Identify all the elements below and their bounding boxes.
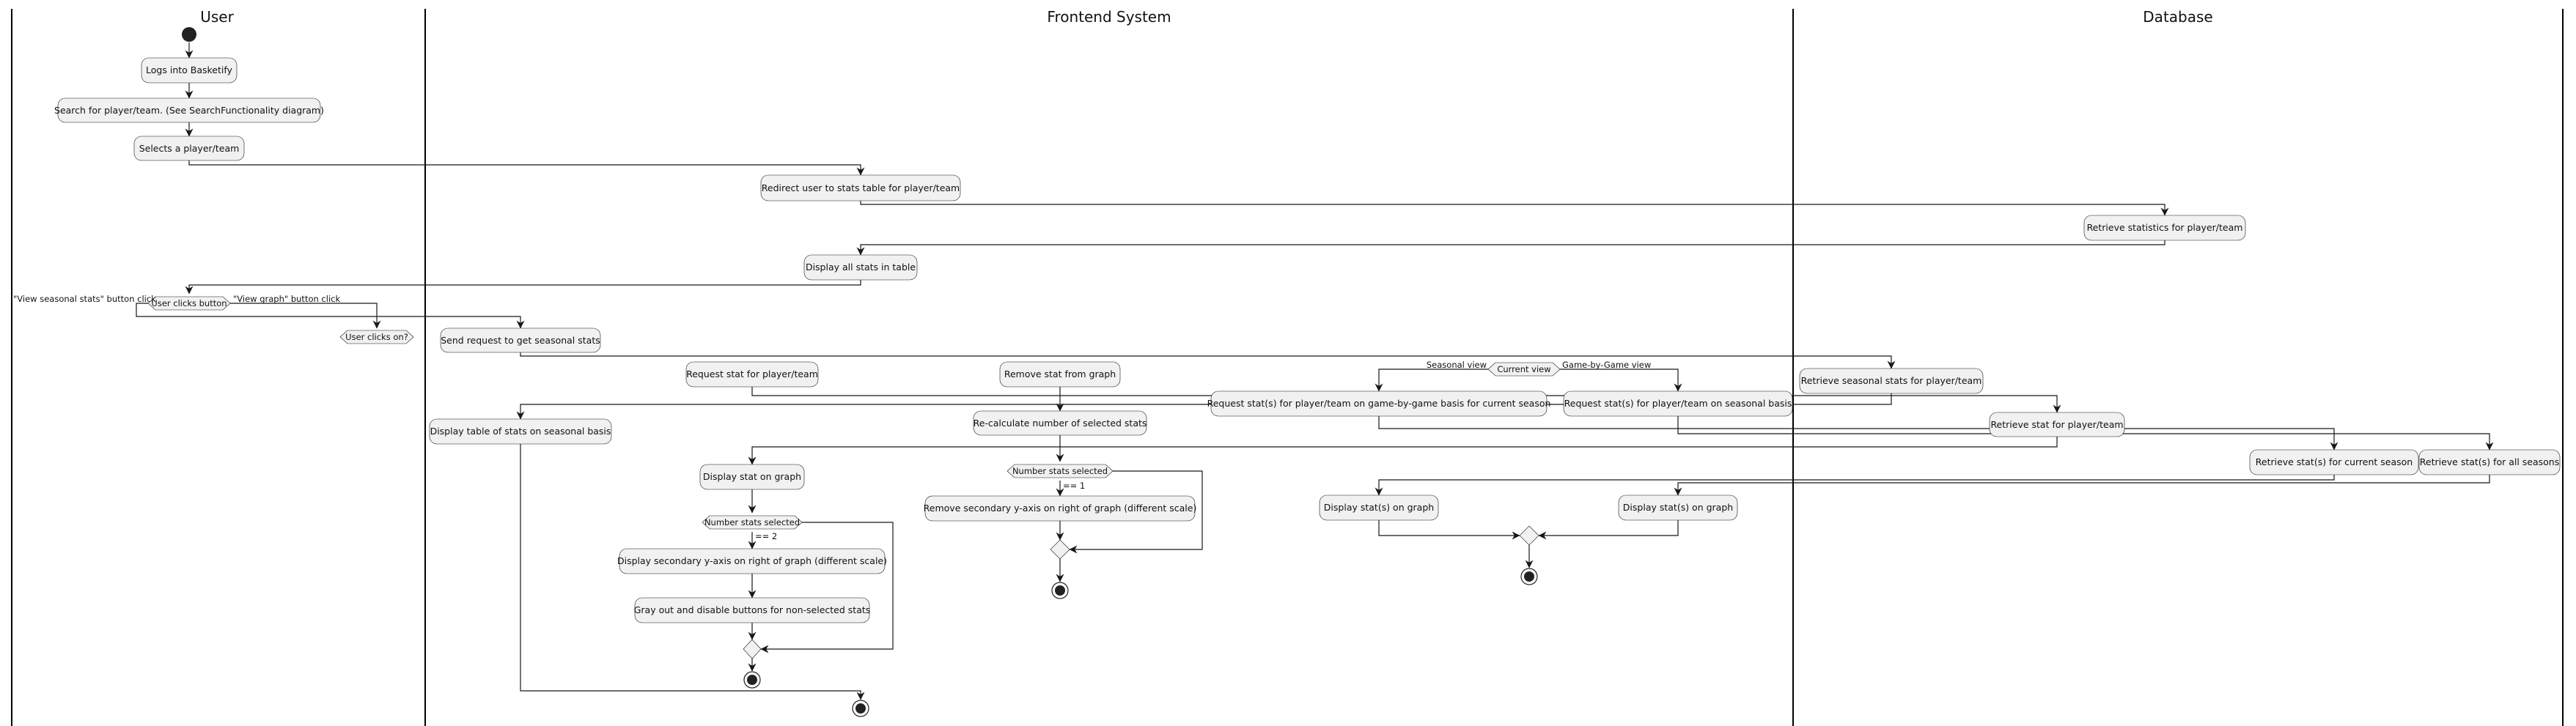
- merge-request: [743, 639, 762, 659]
- edge-all-to-display: [1674, 475, 2490, 496]
- svg-text:Number stats selected: Number stats selected: [704, 517, 800, 527]
- lane-title-database: Database: [2143, 8, 2212, 26]
- end-node-request-stat: [743, 671, 761, 689]
- edge-else-branch-1: [1069, 470, 1203, 554]
- action-retrieve-current: Retrieve stat(s) for current season: [2249, 449, 2419, 475]
- edge-display2-to-merge: [1538, 520, 1679, 540]
- edge-else-branch-2: [760, 522, 894, 653]
- svg-text:Display table of stats on seas: Display table of stats on seasonal basis: [430, 426, 611, 437]
- guard-view-seasonal: "View seasonal stats" button click: [13, 294, 156, 304]
- guard-seasonal-view: Seasonal view: [1427, 360, 1487, 370]
- edge-to-retrieve-current: [1378, 416, 2338, 451]
- svg-text:Display stat on graph: Display stat on graph: [703, 471, 801, 482]
- action-search: Search for player/team. (See SearchFunct…: [54, 97, 324, 123]
- edge-table-to-end: [520, 444, 865, 700]
- edge-display1-to-merge: [1378, 520, 1520, 540]
- action-remove-stat: Remove stat from graph: [999, 361, 1121, 388]
- svg-text:Gray out and disable buttons f: Gray out and disable buttons for non-sel…: [634, 604, 871, 615]
- decision-num-stats-request: Number stats selected: [702, 515, 803, 530]
- svg-text:Retrieve statistics for player: Retrieve statistics for player/team: [2087, 222, 2243, 233]
- svg-text:Current view: Current view: [1497, 364, 1550, 374]
- svg-text:Number stats selected: Number stats selected: [1012, 466, 1108, 476]
- svg-text:User clicks on?: User clicks on?: [345, 332, 408, 342]
- end-node-main: [852, 700, 869, 717]
- action-retrieve-stats: Retrieve statistics for player/team: [2083, 215, 2246, 241]
- svg-text:Request stat for player/team: Request stat for player/team: [686, 368, 818, 379]
- edge-display-all-to-decision: [185, 280, 861, 295]
- edge-seasonal-view: [1375, 368, 1488, 392]
- svg-text:Redirect user to stats table f: Redirect user to stats table for player/…: [762, 182, 960, 193]
- edge-send-to-retrieve-seasonal: [520, 352, 1896, 369]
- action-logs-in: Logs into Basketify: [141, 57, 238, 84]
- connectors: [136, 42, 2494, 700]
- action-display-table-seasonal: Display table of stats on seasonal basis: [429, 418, 612, 445]
- svg-text:Request stat(s) for player/tea: Request stat(s) for player/team on game-…: [1207, 398, 1551, 409]
- svg-text:Display secondary y-axis on ri: Display secondary y-axis on right of gra…: [617, 555, 887, 566]
- guard-eq-2: == 2: [755, 531, 777, 541]
- edge-seasonal-click: [136, 303, 525, 329]
- edge-seasonal-to-display-table: [516, 393, 1892, 420]
- edge-graph-click: [230, 303, 381, 329]
- action-display-all: Display all stats in table: [803, 254, 918, 281]
- guard-game-by-game-view: Game-by-Game view: [1562, 360, 1651, 370]
- decision-user-clicks-button: User clicks button: [147, 296, 231, 311]
- edge-select-to-redirect: [188, 160, 865, 176]
- action-request-seasonal-basis: Request stat(s) for player/team on seaso…: [1563, 390, 1793, 417]
- action-retrieve-seasonal: Retrieve seasonal stats for player/team: [1799, 368, 1984, 394]
- lane-title-user: User: [200, 8, 234, 26]
- svg-text:Retrieve stat(s) for current s: Retrieve stat(s) for current season: [2256, 456, 2413, 467]
- action-select-player: Selects a player/team: [133, 136, 245, 161]
- edge-redirect-to-retrieve: [860, 201, 2169, 216]
- svg-text:Remove stat from graph: Remove stat from graph: [1004, 368, 1116, 379]
- svg-text:Retrieve stat for player/team: Retrieve stat for player/team: [1990, 419, 2123, 430]
- action-display-stat-graph: Display stat on graph: [699, 464, 805, 490]
- svg-text:Request stat(s) for player/tea: Request stat(s) for player/team on seaso…: [1564, 398, 1792, 409]
- action-redirect: Redirect user to stats table for player/…: [760, 174, 961, 201]
- lane-title-frontend: Frontend System: [1047, 8, 1171, 26]
- edge-retrieve-stat-to-display: [748, 437, 2058, 465]
- guard-view-graph: "View graph" button click: [233, 294, 340, 304]
- svg-text:Display all stats in table: Display all stats in table: [806, 262, 916, 273]
- edge-game-view: [1560, 368, 1682, 392]
- action-display-stats-graph-2: Display stat(s) on graph: [1618, 495, 1738, 521]
- guard-eq-1: == 1: [1063, 481, 1085, 491]
- end-node-remove: [1051, 582, 1069, 599]
- action-gray-out: Gray out and disable buttons for non-sel…: [634, 597, 871, 623]
- action-request-game-by-game: Request stat(s) for player/team on game-…: [1207, 390, 1551, 417]
- svg-text:Search for player/team. (See S: Search for player/team. (See SearchFunct…: [54, 105, 324, 116]
- merge-current-view: [1519, 525, 1539, 546]
- svg-text:Display stat(s) on graph: Display stat(s) on graph: [1623, 502, 1733, 513]
- edge-current-to-display: [1375, 475, 2335, 496]
- action-retrieve-all: Retrieve stat(s) for all seasons: [2418, 449, 2561, 475]
- svg-text:Retrieve stat(s) for all seaso: Retrieve stat(s) for all seasons: [2420, 456, 2560, 467]
- svg-text:User clicks button: User clicks button: [151, 298, 227, 308]
- svg-text:Display stat(s) on graph: Display stat(s) on graph: [1324, 502, 1434, 513]
- decision-current-view: Current view: [1487, 362, 1561, 377]
- edge-retrieve-to-display-all: [856, 240, 2165, 256]
- svg-text:Logs into Basketify: Logs into Basketify: [146, 64, 233, 75]
- action-retrieve-stat: Retrieve stat for player/team: [1989, 412, 2125, 437]
- decision-user-clicks-on: User clicks on?: [339, 330, 414, 344]
- action-remove-secondary: Remove secondary y-axis on right of grap…: [924, 495, 1197, 522]
- merge-remove: [1050, 539, 1070, 560]
- start-node: [182, 27, 196, 42]
- end-node-current-view: [1520, 568, 1538, 585]
- action-display-stats-graph-1: Display stat(s) on graph: [1319, 495, 1439, 521]
- action-recalculate: Re-calculate number of selected stats: [974, 410, 1147, 436]
- svg-text:Selects a player/team: Selects a player/team: [139, 143, 240, 154]
- action-request-stat: Request stat for player/team: [685, 361, 819, 388]
- decision-num-stats-remove: Number stats selected: [1007, 464, 1114, 478]
- svg-text:Retrieve seasonal stats for pl: Retrieve seasonal stats for player/team: [1801, 375, 1982, 386]
- action-send-request-seasonal: Send request to get seasonal stats: [440, 327, 601, 353]
- svg-text:Remove secondary y-axis on rig: Remove secondary y-axis on right of grap…: [924, 503, 1197, 514]
- svg-text:Send request to get seasonal s: Send request to get seasonal stats: [441, 335, 600, 346]
- svg-text:Re-calculate number of selecte: Re-calculate number of selected stats: [974, 418, 1147, 429]
- action-display-secondary: Display secondary y-axis on right of gra…: [617, 548, 887, 574]
